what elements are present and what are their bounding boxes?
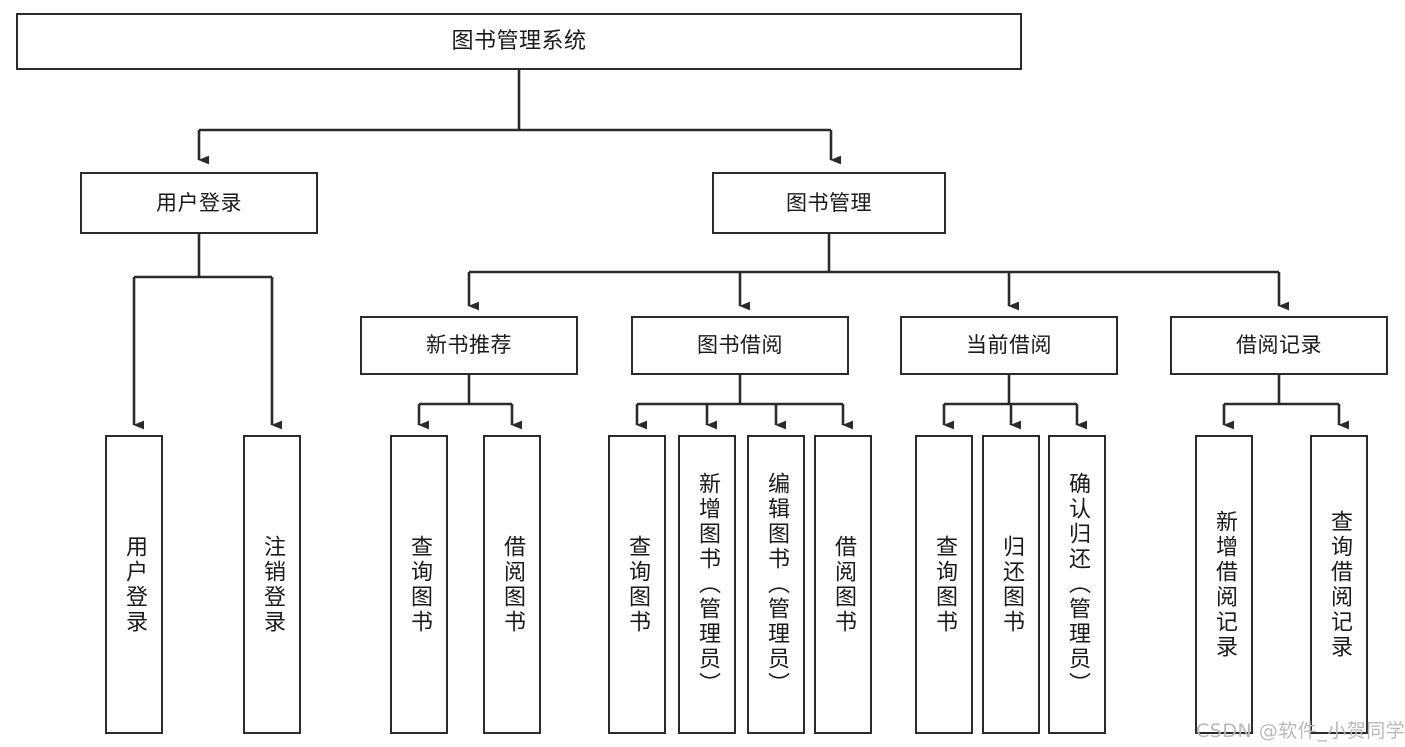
node-label: 新增图书（管理员）	[694, 472, 720, 697]
node-root[interactable]: 图书管理系统	[16, 13, 1022, 70]
node-label: 借阅图书	[499, 534, 525, 635]
node-label: 查询借阅记录	[1326, 509, 1352, 660]
node-label: 查询图书	[406, 534, 432, 635]
node-leaf[interactable]: 新增借阅记录	[1195, 435, 1253, 734]
node-label: 查询图书	[931, 534, 957, 635]
node-leaf[interactable]: 归还图书	[982, 435, 1040, 734]
node-leaf[interactable]: 查询图书	[915, 435, 973, 734]
node-level3[interactable]: 图书借阅	[631, 316, 849, 375]
node-level3[interactable]: 借阅记录	[1170, 316, 1388, 375]
node-leaf[interactable]: 查询图书	[390, 435, 448, 734]
node-label: 新书推荐	[426, 333, 512, 358]
node-label: 查询图书	[624, 534, 650, 635]
node-label: 当前借阅	[966, 333, 1052, 358]
node-label: 借阅图书	[830, 534, 856, 635]
node-leaf[interactable]: 注销登录	[243, 435, 301, 734]
node-level3[interactable]: 新书推荐	[360, 316, 578, 375]
node-label: 确认归还（管理员）	[1064, 472, 1090, 697]
node-label: 用户登录	[121, 534, 147, 635]
node-leaf[interactable]: 查询图书	[608, 435, 666, 734]
watermark: CSDN @软件_小贺同学	[1196, 720, 1405, 742]
node-label: 编辑图书（管理员）	[763, 472, 789, 697]
node-level3[interactable]: 当前借阅	[900, 316, 1118, 375]
node-label: 注销登录	[259, 534, 285, 635]
node-leaf[interactable]: 编辑图书（管理员）	[747, 435, 805, 734]
node-leaf[interactable]: 借阅图书	[483, 435, 541, 734]
node-label: 新增借阅记录	[1211, 509, 1237, 660]
node-leaf[interactable]: 查询借阅记录	[1310, 435, 1368, 734]
node-leaf[interactable]: 新增图书（管理员）	[678, 435, 736, 734]
node-label: 用户登录	[156, 190, 242, 215]
node-label: 图书管理系统	[451, 28, 587, 54]
node-label: 归还图书	[998, 534, 1024, 635]
node-leaf[interactable]: 借阅图书	[814, 435, 872, 734]
node-leaf[interactable]: 用户登录	[105, 435, 163, 734]
node-label: 借阅记录	[1236, 333, 1322, 358]
node-level2[interactable]: 图书管理	[712, 172, 946, 234]
node-leaf[interactable]: 确认归还（管理员）	[1048, 435, 1106, 734]
node-level2[interactable]: 用户登录	[80, 172, 318, 234]
node-label: 图书管理	[786, 190, 872, 215]
node-label: 图书借阅	[697, 333, 783, 358]
